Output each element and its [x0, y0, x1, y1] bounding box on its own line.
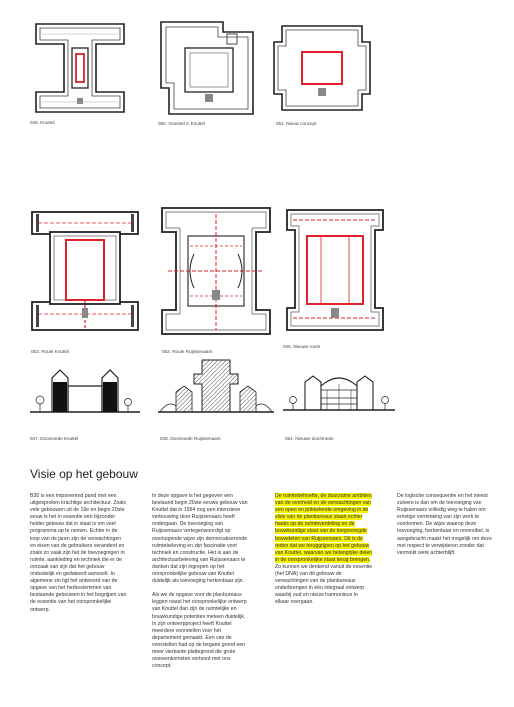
text-column-2: In deze opgave is het gegeven een bestaa… — [152, 493, 250, 677]
caption-046: 046. Nieuwe route — [283, 344, 321, 349]
highlighted-paragraph: De ruimtebehoefte, de duurzame ambities … — [275, 493, 373, 564]
caption-047: 047. Doorsnede Knuttel — [30, 436, 79, 441]
paragraph: Als we de opgave voor de planbureaus leg… — [152, 592, 247, 670]
figure-054-nieuwe-doorsnede — [283, 364, 395, 414]
text-column-4: De logische consequentie en het meest zu… — [397, 493, 495, 564]
paragraph: B30 is een imponerend pand met een uitge… — [30, 493, 127, 613]
caption-052: 052. Route Ruijssenaars — [162, 349, 213, 354]
figure-049-plan-knuttel — [30, 22, 130, 114]
paragraph: In deze opgave is het gegeven een bestaa… — [152, 493, 248, 585]
caption-053: 053. Route Knuttel — [31, 349, 70, 354]
figure-052-route-ruijssenaars — [160, 206, 272, 336]
caption-048: 048. Doorsnede Ruijssenaars — [160, 436, 221, 441]
figure-047-doorsnede-knuttel — [30, 364, 140, 416]
caption-054: 054. Nieuwe doorsnede — [285, 436, 334, 441]
paragraph: Zo kunnen we denkend vanuit de essentie … — [275, 563, 373, 606]
figure-053-route-knuttel — [30, 210, 140, 335]
caption-050: 050. Voorstel C Knuttel — [158, 121, 205, 126]
section-title: Visie op het gebouw — [30, 467, 138, 481]
figure-051-plan-nieuw-concept — [272, 24, 372, 112]
paragraph: De logische consequentie en het meest zu… — [397, 493, 492, 556]
highlight-text: De ruimtebehoefte, de duurzame ambities … — [275, 493, 373, 563]
text-column-3: De ruimtebehoefte, de duurzame ambities … — [275, 493, 373, 614]
figure-046-nieuwe-route — [285, 208, 385, 333]
caption-049: 049. Knuttel — [30, 120, 55, 125]
text-column-1: B30 is een imponerend pand met een uitge… — [30, 493, 128, 621]
figure-048-doorsnede-ruijssenaars — [158, 356, 274, 416]
figure-050-plan-voorstel-c — [157, 18, 257, 118]
caption-051: 051. Nieuw concept — [276, 121, 317, 126]
